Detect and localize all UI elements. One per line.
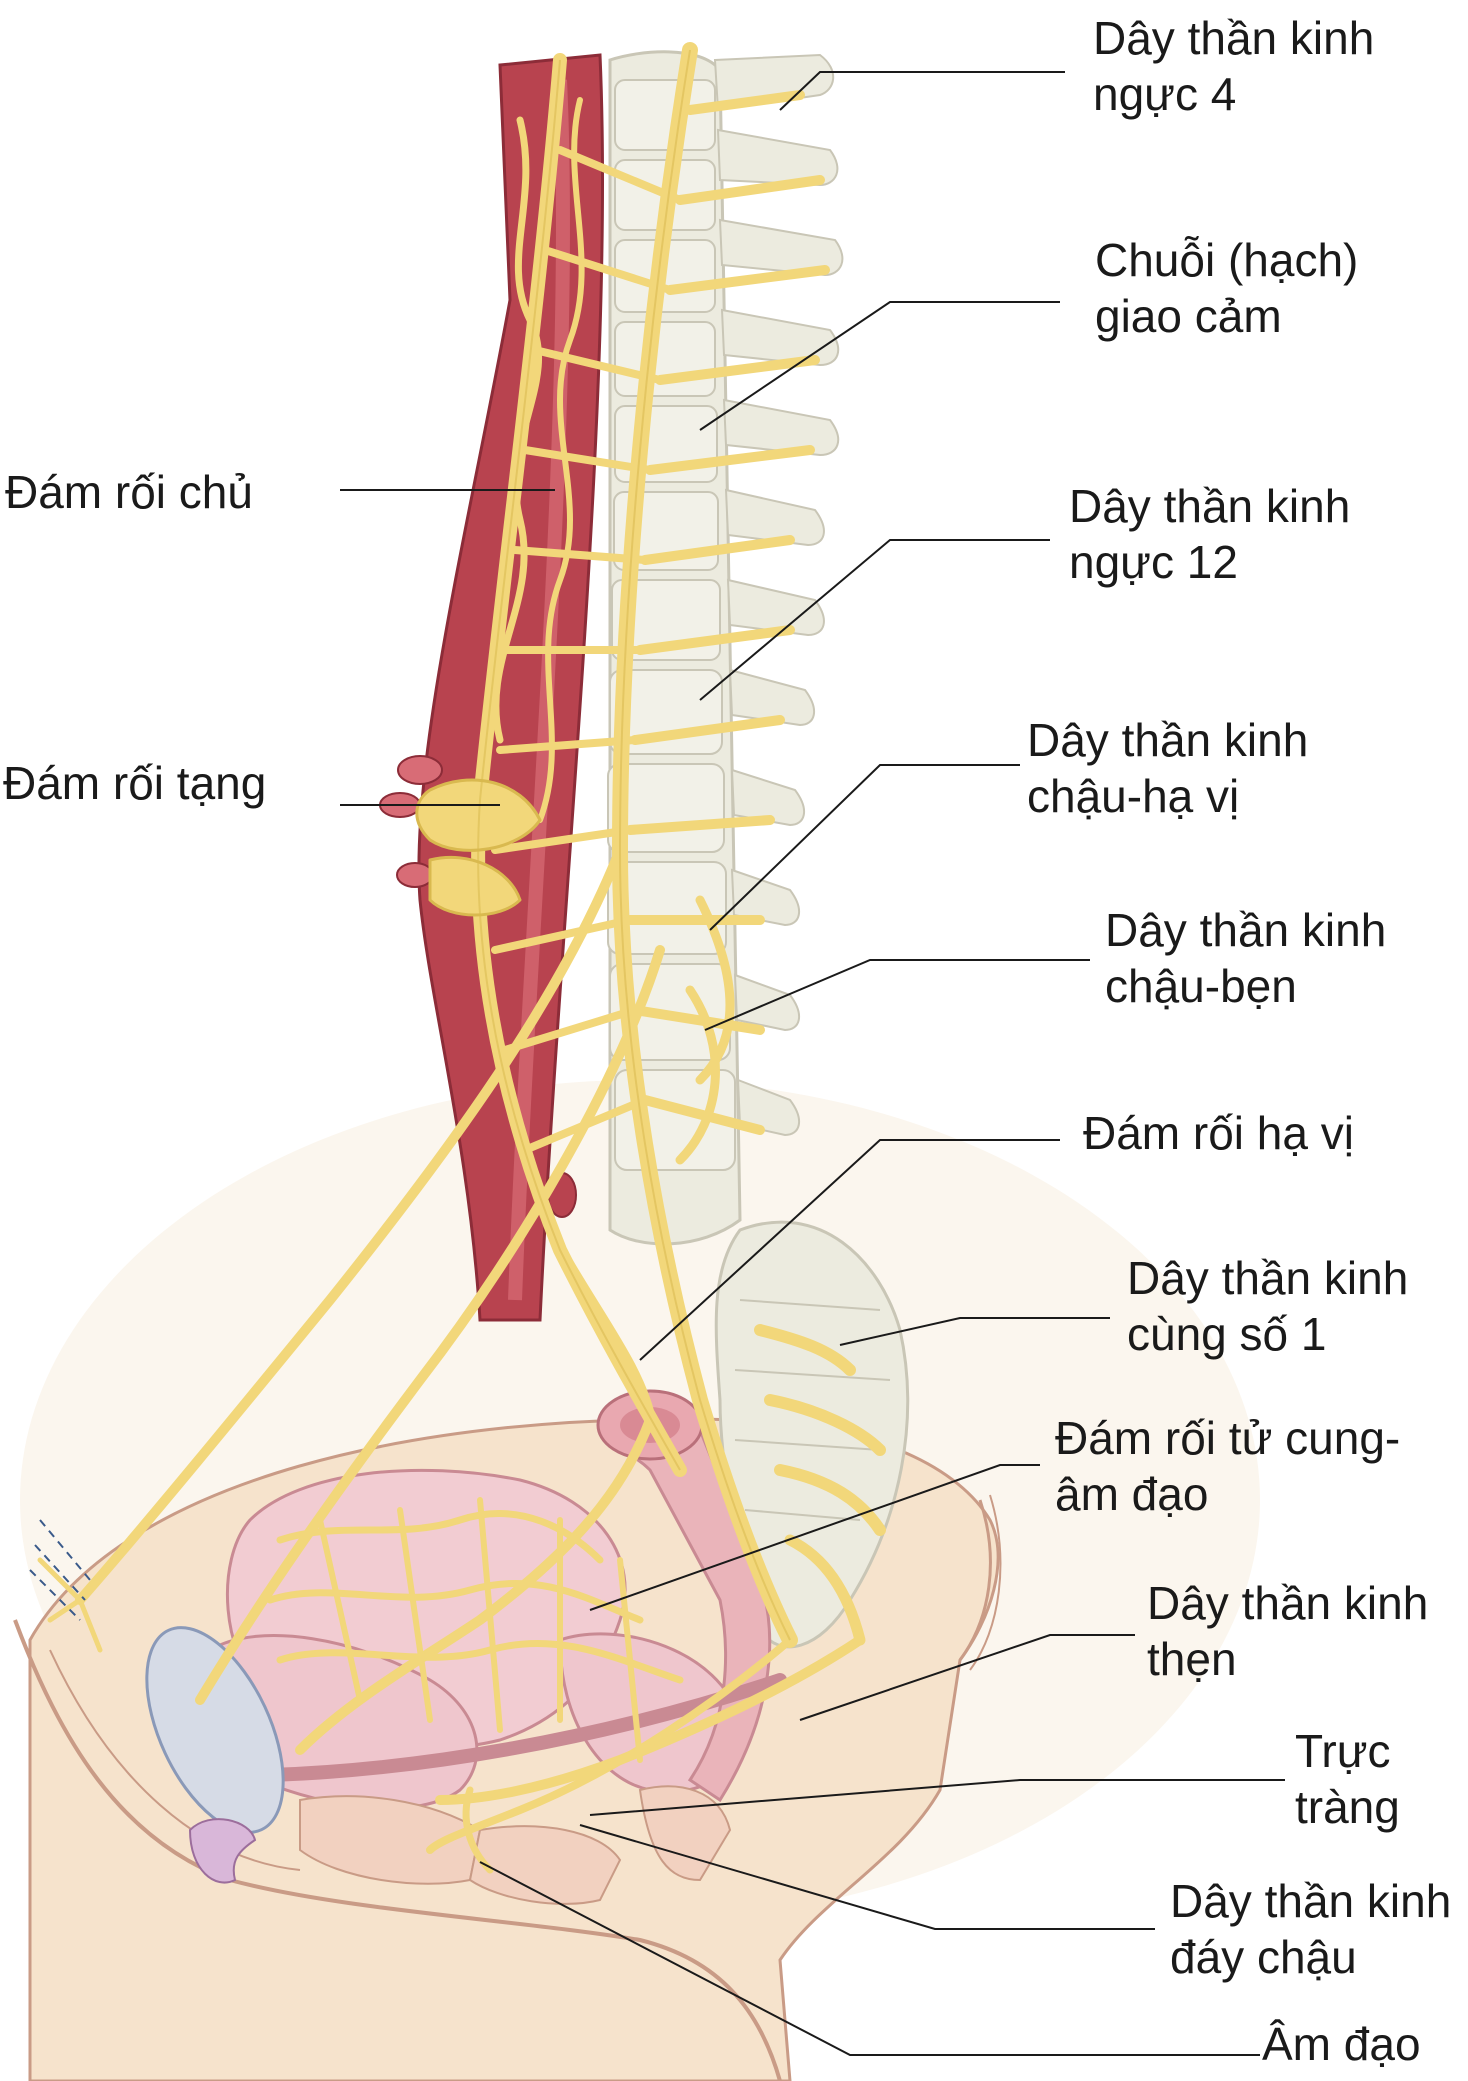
label-line: Dây thần kinh [1027,714,1309,766]
spinous-processes [713,53,844,1137]
leader-vagina [479,1861,1260,2056]
label-hypogastric-plexus: Đám rối hạ vị [1083,1105,1354,1161]
label-line: ngực 4 [1093,68,1237,120]
label-line: chậu-bẹn [1105,960,1297,1012]
dashed-nerve-ends [29,1519,91,1621]
label-line: Đám rối chủ [5,466,253,518]
label-sacral-1: Dây thần kinh cùng số 1 [1127,1250,1408,1362]
label-line: Đám rối hạ vị [1083,1107,1354,1159]
label-line: chậu-hạ vị [1027,770,1240,822]
leader-uterovaginal-plexus [589,1464,1040,1611]
label-aortic-plexus: Đám rối chủ [5,464,253,520]
label-line: ngực 12 [1069,536,1238,588]
leader-ilioinguinal [704,959,1090,1031]
label-celiac-plexus: Đám rối tạng [3,755,266,811]
label-pudendal: Dây thần kinh thẹn [1147,1575,1428,1687]
pubic-symphysis [145,1626,285,1884]
leader-pelvic-floor [579,1824,1155,1930]
label-pelvic-floor: Dây thần kinh đáy chậu [1170,1873,1451,1985]
leader-pudendal [799,1634,1135,1721]
label-line: Âm đạo [1262,2018,1421,2070]
label-iliohypogastric: Dây thần kinh chậu-hạ vị [1027,712,1308,824]
label-line: Dây thần kinh [1127,1252,1409,1304]
label-line: thẹn [1147,1633,1237,1685]
leader-sympathetic-chain [699,301,1060,431]
label-thoracic-12: Dây thần kinh ngực 12 [1069,478,1350,590]
label-uterovaginal-plexus: Đám rối tử cung- âm đạo [1055,1410,1400,1522]
label-thoracic-4: Dây thần kinh ngực 4 [1093,10,1374,122]
leader-rectum [589,1779,1285,1816]
label-line: đáy chậu [1170,1931,1357,1983]
label-vagina: Âm đạo [1262,2016,1421,2072]
label-line: Dây thần kinh [1170,1875,1452,1927]
leader-lines [340,71,1285,2056]
leader-iliohypogastric [709,764,1020,931]
label-line: cùng số 1 [1127,1308,1327,1360]
leader-thoracic-4 [779,71,1065,111]
label-ilioinguinal: Dây thần kinh chậu-bẹn [1105,902,1386,1014]
label-sympathetic-chain: Chuỗi (hạch) giao cảm [1095,232,1358,344]
label-line: Dây thần kinh [1147,1577,1429,1629]
label-rectum: Trực tràng [1295,1723,1400,1835]
label-line: Chuỗi (hạch) [1095,234,1359,286]
label-line: Dây thần kinh [1069,480,1351,532]
leader-hypogastric-plexus [639,1139,1060,1361]
label-line: Đám rối tạng [3,757,267,809]
leader-sacral-1 [839,1317,1110,1346]
leader-thoracic-12 [699,539,1050,701]
label-line: tràng [1295,1781,1400,1833]
nerve-outline [477,49,791,1641]
label-line: Dây thần kinh [1105,904,1387,956]
label-line: Đám rối tử cung- [1055,1412,1401,1464]
label-line: âm đạo [1055,1468,1209,1520]
label-line: Dây thần kinh [1093,12,1375,64]
label-line: Trực [1295,1725,1391,1777]
label-line: giao cảm [1095,290,1282,342]
